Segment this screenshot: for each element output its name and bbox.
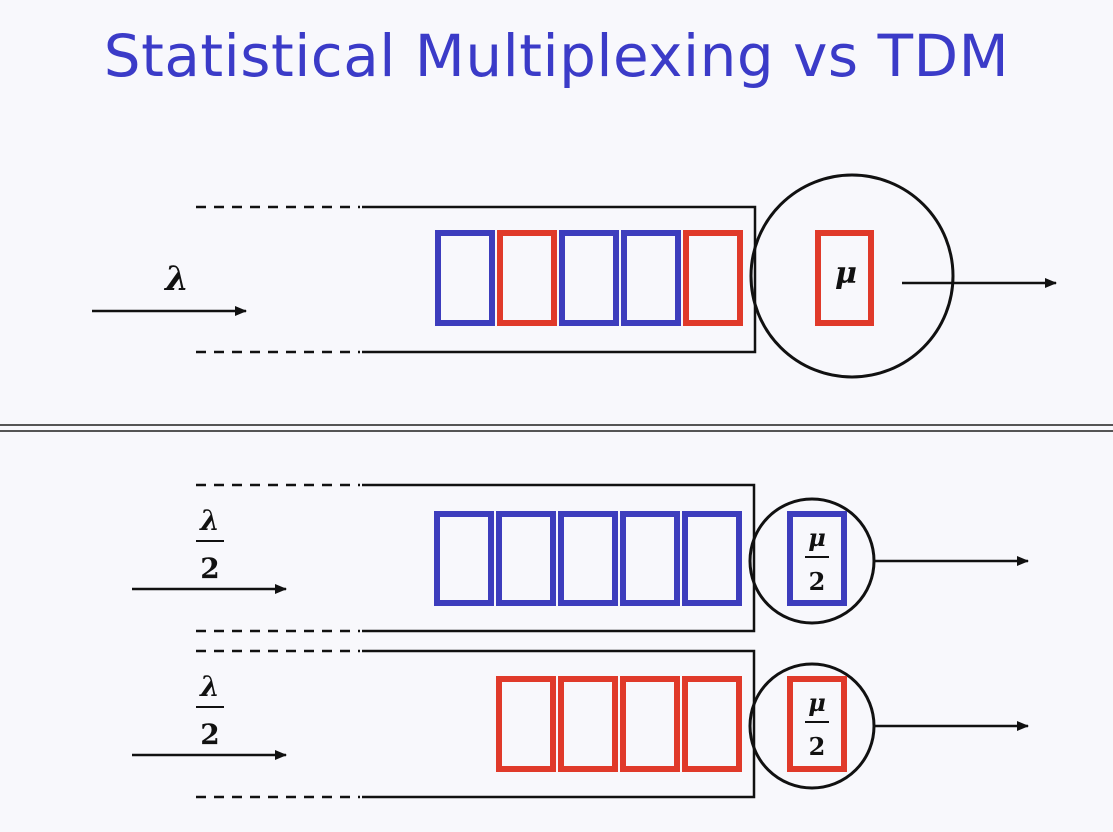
stat-mux-packet-4 xyxy=(621,230,681,326)
stat-mux-packet-2 xyxy=(497,230,557,326)
stat-mux-service-rate-label: μ xyxy=(835,256,857,291)
tdm-queue-1: λ 2 μ 2 xyxy=(132,483,1029,633)
tdm-q2-in-service-packet xyxy=(787,676,847,772)
slide-title: Statistical Multiplexing vs TDM xyxy=(103,22,1010,90)
tdm-q1-service-numerator: μ xyxy=(808,523,826,552)
tdm-q1-packet-5 xyxy=(682,511,742,606)
tdm-q2-arrival-denominator: 2 xyxy=(200,718,219,751)
tdm-queue-2: λ 2 μ 2 xyxy=(132,649,1029,799)
tdm-q2-packet-1 xyxy=(496,676,556,772)
tdm-q2-packet-2 xyxy=(558,676,618,772)
tdm-q2-arrival-numerator: λ xyxy=(199,670,220,703)
tdm-q2-service-numerator: μ xyxy=(808,688,826,717)
stat-mux-packet-3 xyxy=(559,230,619,326)
tdm-q1-packet-3 xyxy=(558,511,618,606)
tdm-q1-in-service-packet xyxy=(787,511,847,606)
tdm-q1-arrival-denominator: 2 xyxy=(200,552,219,585)
tdm-q2-packet-4 xyxy=(682,676,742,772)
stat-mux-packet-5 xyxy=(683,230,743,326)
stat-mux-queue-buffer xyxy=(362,205,757,354)
stat-mux-system: λ μ xyxy=(92,173,1057,379)
stat-mux-arrival-rate-label: λ xyxy=(163,259,189,299)
tdm-q2-service-denominator: 2 xyxy=(809,732,826,761)
stat-mux-in-service-packet xyxy=(815,230,874,326)
stat-mux-server xyxy=(749,173,955,379)
tdm-q1-packet-4 xyxy=(620,511,680,606)
tdm-q1-service-denominator: 2 xyxy=(809,567,826,596)
tdm-q2-buffer xyxy=(362,649,756,799)
tdm-q1-buffer xyxy=(362,483,756,633)
tdm-q1-arrival-numerator: λ xyxy=(199,504,220,537)
stat-mux-packet-1 xyxy=(435,230,495,326)
tdm-q1-packet-1 xyxy=(434,511,494,606)
tdm-q2-packet-3 xyxy=(620,676,680,772)
tdm-q1-packet-2 xyxy=(496,511,556,606)
